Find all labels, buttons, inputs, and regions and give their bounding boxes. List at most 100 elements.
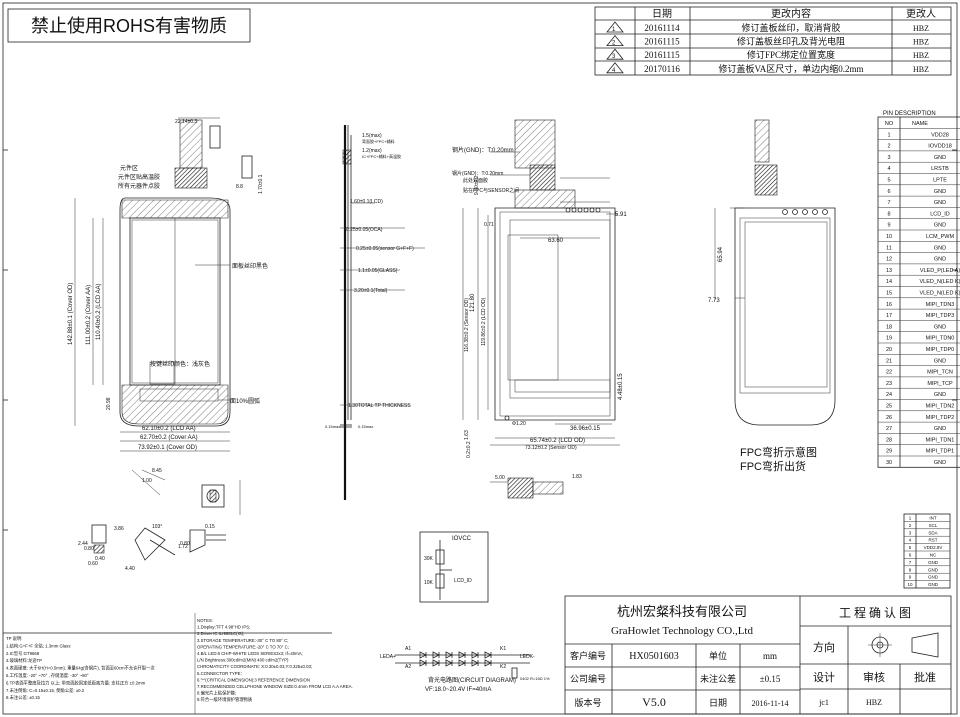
circuit-r2: 10K <box>424 580 434 586</box>
front-view: 22.14±0.3 62.10±0.2 (LCD AA) 62.70±0.2 (… <box>68 117 268 515</box>
pin-no: 9 <box>887 223 890 229</box>
pin-name: MIPI_TDP2 <box>926 415 954 421</box>
back-view-label: 36.96±0.15 <box>570 426 601 432</box>
rev-content: 修订FPC绑定位置宽度 <box>747 49 835 60</box>
back-view-label: 73.12±0.2 (Sensor OD) <box>525 445 577 451</box>
led-diode-icon <box>484 659 492 667</box>
tech-note-line: 8.偏光片上贴保护膜; <box>197 690 236 697</box>
tech-note-line: 1.Display:TFT 4.98"HD IPS; <box>197 625 250 630</box>
tolerance-label: 未注公差 <box>700 673 736 684</box>
pin-name: VLED_N(LED K) <box>920 279 960 285</box>
pin-no: 2 <box>887 144 890 150</box>
tp-name: SDA <box>928 530 937 535</box>
pin-name: MIPI_TDN3 <box>926 302 955 308</box>
detail-dim: 0.80 <box>180 541 190 547</box>
pin-row: 15 VLED_N(LED K) <box>886 291 960 297</box>
note-silkscreen: 面板丝印黑色 <box>232 262 268 270</box>
pin-no: 7 <box>887 200 890 206</box>
led-diode-icon <box>419 651 427 659</box>
dim-cover-aa-height: 111.00±0.2 (Cover AA) <box>86 285 92 345</box>
back-view-label: 钢片(GND)：T:0.20mm <box>452 170 503 177</box>
tp-no: 1 <box>909 516 912 521</box>
side-view-label: 0.25±0.05(sensor G+F+F) <box>356 246 414 252</box>
pin-header-name: NAME <box>912 121 928 127</box>
circuit-caption: 背光电路图(CIRCUIT DIAGRAM) <box>428 676 516 684</box>
back-view-label: 119.86±0.2 (LCD OD) <box>481 297 487 346</box>
check-label: 审核 <box>863 670 885 684</box>
fpc-bend-view: 65.94 7.73 FPC弯折示意图 FPC弯折出货 <box>708 119 836 473</box>
side-view-label: 背面胶+FPC+辅料 <box>362 138 395 144</box>
led-diode-icon <box>432 651 440 659</box>
tolerance-value: ±0.15 <box>760 674 781 684</box>
led-diode-icon <box>471 659 479 667</box>
tp-note-line: 3.玻璃材料:龙迹TP <box>6 657 42 664</box>
pin-no: 16 <box>886 302 892 308</box>
rev-content: 修订盖板丝印孔及背光电阻 <box>737 36 845 47</box>
resistor-30k <box>435 549 445 565</box>
pin-no: 28 <box>886 437 892 443</box>
dim-top-8-8: 8.8 <box>236 184 243 190</box>
dim-fpc-width: 22.14±0.3 <box>175 119 197 125</box>
pin-name: GND <box>934 245 946 251</box>
unit-label: 单位 <box>709 650 727 661</box>
pin-name: VLED_N(LED K) <box>920 291 960 297</box>
back-view-label: 5.00 <box>495 475 505 481</box>
tp-note-line: 5.工作温度: -20° ~70° , 存储温度: -30° ~80° <box>6 672 89 679</box>
tp-name: NC <box>930 553 937 558</box>
pin-no: 15 <box>886 291 892 297</box>
tp-no: 2 <box>909 523 912 528</box>
tp-no: 4 <box>909 538 912 543</box>
tp-name: GND <box>928 567 939 572</box>
dim-cover-aa-width: 62.70±0.2 (Cover AA) <box>140 435 198 441</box>
back-view-label: 钢片(GND)：T:0.20mm <box>452 146 514 154</box>
pin-no: 18 <box>886 324 892 330</box>
dim-65-94: 65.94 <box>718 246 724 262</box>
pin-name: MIPI_TDN1 <box>926 437 955 443</box>
detail-dim: 1.72 <box>178 544 188 550</box>
rev-no: 3 <box>612 54 616 60</box>
pin-row: 28 MIPI_TDN1 <box>886 437 954 443</box>
circuit-spec: VF:18.0~20.4V IF=40mA <box>425 687 491 693</box>
tech-note-line: NOTES: <box>197 618 213 623</box>
company-no-label: 公司编号 <box>570 673 606 684</box>
pin-no: 21 <box>886 358 892 364</box>
pin-no: 5 <box>887 178 890 184</box>
pin-table-title: PIN DESCRIPTION <box>883 111 936 117</box>
tp-name: VDD2.8V <box>924 545 943 550</box>
resistor-10k <box>435 573 445 589</box>
pin-no: 29 <box>886 449 892 455</box>
back-view-label: 63.60 <box>548 238 564 244</box>
back-view-label: 0.71 <box>484 222 494 228</box>
rev-no: 4 <box>612 68 616 74</box>
led-diode-icon <box>484 651 492 659</box>
back-view-label: 121.80 <box>470 293 476 312</box>
tp-note-line: 8.未注公差: ±0.15 <box>6 694 40 701</box>
side-view-label: 1.2(max) <box>362 148 382 154</box>
backlight-circuit: LEDA+ LEDK- A1 A2 K1 K2 0402 R=15Ω 1% 背光… <box>380 646 550 693</box>
dim-bottom-border: 20.98 <box>106 397 112 410</box>
rev-date: 20161115 <box>644 37 680 47</box>
pin-no: 13 <box>886 268 892 274</box>
node-a2: A2 <box>405 664 411 670</box>
led-diode-icon <box>445 651 453 659</box>
revision-triangle-icon <box>606 62 624 74</box>
tp-note-line: 2.IC型号:GT9668 <box>6 650 40 657</box>
circuit-iovcc: IOVCC <box>452 536 472 542</box>
led-diode-icon <box>419 659 427 667</box>
tp-no: 7 <box>909 560 912 565</box>
rev-by: HBZ <box>913 51 929 60</box>
